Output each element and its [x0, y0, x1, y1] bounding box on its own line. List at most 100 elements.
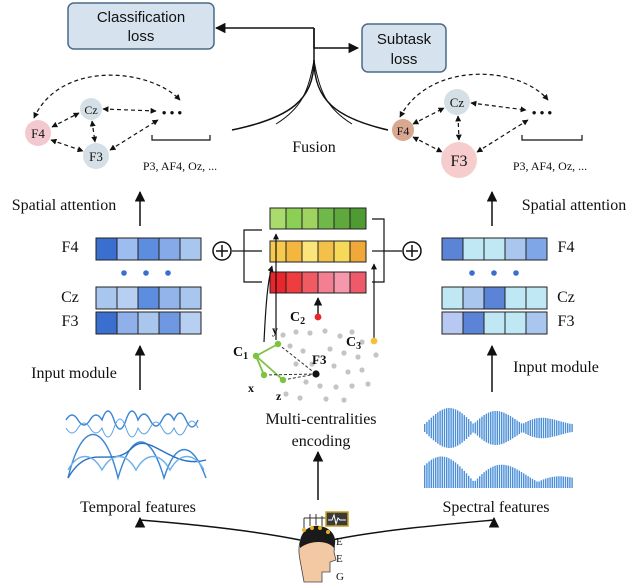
spectral-bar-bottom — [483, 472, 485, 488]
spectral-bar-top — [538, 417, 540, 439]
spectral-bar-bottom — [437, 456, 439, 488]
centrality-encoding-rows — [232, 207, 402, 343]
spectral-bar-bottom — [468, 475, 470, 488]
spectral-bar-bottom — [443, 456, 446, 488]
spectral-bar-top — [562, 422, 564, 434]
spectral-bar-bottom — [485, 470, 487, 488]
spectral-bar-top — [564, 422, 567, 434]
spectral-bar-top — [428, 419, 430, 437]
spectral-bar-top — [542, 417, 545, 439]
spectral-bar-bottom — [496, 465, 498, 488]
right-row-label-f3: F3 — [558, 313, 575, 330]
spectral-bar-top — [441, 409, 443, 447]
spectral-bar-bottom — [558, 476, 560, 488]
eeg-monitor-icon — [325, 511, 349, 527]
spectral-bar-bottom — [465, 473, 468, 488]
spectral-bar-bottom — [435, 457, 437, 488]
c3-label: C3 — [346, 335, 361, 352]
spectral-bar-bottom — [549, 477, 551, 488]
spectral-bar-bottom — [479, 476, 481, 488]
spectral-bar-top — [476, 420, 479, 436]
spectral-bar-top — [525, 422, 527, 434]
spectral-bar-top — [470, 421, 472, 435]
spectral-bar-top — [459, 411, 461, 445]
spectral-bar-top — [443, 408, 446, 448]
right-row-label-f4: F4 — [558, 239, 575, 256]
spectral-bar-bottom — [476, 478, 479, 488]
spectral-bar-bottom — [571, 477, 573, 488]
spectral-bar-top — [540, 417, 542, 439]
spectral-bar-top — [463, 415, 465, 441]
temporal-waveforms — [65, 410, 207, 481]
right-feature-rows: F4 Cz F3 — [441, 237, 575, 335]
spectral-bar-top — [509, 416, 512, 440]
spectral-bar-top — [490, 411, 492, 445]
yellow-encoding-row — [269, 240, 367, 263]
left-node-f3 — [83, 143, 109, 169]
spectral-bar-bottom — [426, 463, 428, 488]
spectral-bar-top — [547, 418, 549, 438]
spectral-bar-top — [529, 420, 531, 436]
spectral-bar-bottom — [461, 468, 463, 488]
right-ellipsis: • • • — [532, 105, 553, 120]
spectral-bar-bottom — [424, 465, 426, 488]
spectral-bar-top — [551, 419, 553, 437]
spectral-bar-top — [512, 417, 514, 439]
spectral-bar-bottom — [428, 461, 430, 488]
spectral-bar-bottom — [481, 474, 483, 488]
eeg-letter-3: G — [336, 571, 344, 583]
spectral-bar-top — [569, 423, 571, 433]
spectral-bar-bottom — [501, 464, 503, 488]
right-more-channels: P3, AF4, Oz, ... — [513, 159, 587, 173]
spectral-bar-top — [452, 408, 454, 448]
spectral-bar-bottom — [560, 476, 562, 488]
eeg-letter-1: E — [336, 536, 343, 548]
spectral-bar-top — [496, 411, 498, 445]
spectral-bar-top — [437, 412, 439, 444]
svg-text:F4: F4 — [397, 124, 410, 138]
spectral-bar-bottom — [569, 477, 571, 488]
spectral-bar-top — [450, 408, 452, 448]
spectral-bar-top — [527, 421, 529, 435]
spectral-bar-bottom — [529, 477, 531, 488]
input-module-left: Input module — [31, 365, 117, 382]
spectral-bar-bottom — [536, 481, 538, 488]
right-row-f3 — [441, 311, 548, 335]
spectral-bar-bottom — [430, 459, 432, 488]
spatial-attention-left: Spatial attention — [12, 197, 116, 214]
centrality-title-line1: Multi-centralities — [265, 411, 376, 428]
classification-loss-line2: loss — [128, 28, 155, 45]
spectral-bar-bottom — [470, 478, 472, 488]
temporal-features-label: Temporal features — [80, 499, 196, 516]
spectral-bar-top — [556, 420, 558, 436]
spectral-bar-bottom — [538, 481, 540, 488]
spectral-bar-bottom — [507, 465, 509, 488]
spectral-bar-top — [571, 423, 573, 433]
spectral-bar-bottom — [518, 470, 520, 488]
spectral-bar-bottom — [452, 460, 454, 488]
right-channel-graph: F4 Cz F3 • • • P3, AF4, Oz, ... — [392, 73, 587, 178]
spectral-bar-top — [432, 415, 435, 441]
centrality-scatter: C1 C2 C3 F3 y x z — [233, 310, 379, 403]
spectral-bar-top — [479, 418, 481, 438]
c1-label: C1 — [233, 345, 248, 362]
spectral-bar-bottom — [450, 459, 452, 488]
spectral-bar-top — [472, 423, 474, 433]
spectral-bar-bottom — [564, 476, 567, 488]
spectral-bar-bottom — [448, 458, 450, 488]
spectral-bar-top — [518, 421, 520, 435]
spectral-bar-top — [498, 411, 501, 445]
left-row-f3 — [95, 311, 202, 335]
spectral-bar-bottom — [556, 476, 558, 488]
spectral-bar-top — [523, 423, 525, 433]
spectral-bar-top — [520, 423, 523, 433]
svg-text:Cz: Cz — [84, 103, 97, 117]
spectral-bar-top — [516, 420, 518, 436]
spectral-bar-bottom — [463, 470, 465, 488]
spectral-bar-top — [468, 419, 470, 437]
spectral-bar-top — [558, 420, 560, 436]
right-row-dots — [469, 270, 519, 276]
spectral-bar-top — [485, 413, 487, 443]
spectral-bar-bottom — [547, 477, 549, 488]
